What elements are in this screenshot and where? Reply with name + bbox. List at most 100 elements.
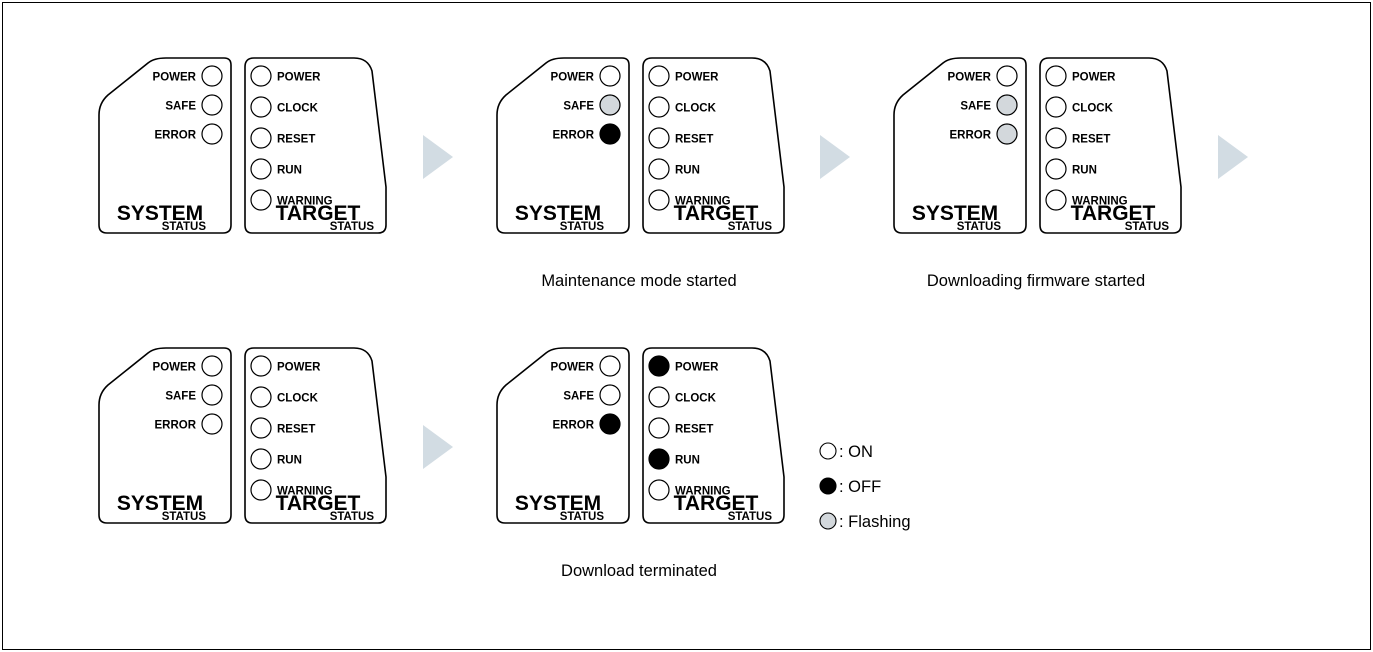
legend-flashing-swatch	[819, 512, 837, 530]
target-led-clock-indicator	[648, 386, 670, 408]
state-caption: Downloading firmware started	[927, 272, 1145, 290]
system-led-label: POWER	[153, 362, 197, 374]
system-led-safe-indicator	[599, 94, 621, 116]
status-state-2: POWERSAFEERRORSYSTEMSTATUSPOWERCLOCKRESE…	[496, 57, 785, 290]
target-led-label: WARNING	[675, 196, 731, 208]
state-caption: Download terminated	[561, 562, 717, 580]
system-led-label: SAFE	[563, 101, 594, 113]
target-led-run-indicator	[250, 158, 272, 180]
system-panel-subtitle: STATUS	[162, 221, 207, 233]
system-led-safe-indicator	[201, 94, 223, 116]
system-panel-title: SYSTEM	[117, 202, 203, 225]
system-status-panel	[98, 347, 232, 524]
target-panel-subtitle: STATUS	[728, 221, 773, 233]
status-state-1: POWERSAFEERRORSYSTEMSTATUSPOWERCLOCKRESE…	[98, 57, 387, 234]
system-led-label: POWER	[551, 72, 595, 84]
transition-arrow-icon	[423, 425, 453, 469]
target-led-reset-indicator	[1045, 127, 1067, 149]
system-status-panel	[496, 57, 630, 234]
target-led-label: RUN	[675, 455, 700, 467]
system-led-power-indicator	[599, 355, 621, 377]
target-led-clock-indicator	[250, 386, 272, 408]
target-led-reset-indicator	[648, 417, 670, 439]
target-status-panel	[244, 347, 387, 524]
target-status-panel	[1039, 57, 1182, 234]
target-led-warning-indicator	[648, 189, 670, 211]
target-panel-subtitle: STATUS	[330, 511, 375, 523]
target-led-run-indicator	[648, 448, 670, 470]
target-led-warning-indicator	[1045, 189, 1067, 211]
system-led-safe-indicator	[996, 94, 1018, 116]
target-led-label: WARNING	[675, 486, 731, 498]
system-led-label: POWER	[948, 72, 992, 84]
target-led-run-indicator	[1045, 158, 1067, 180]
legend-flashing-label: : Flashing	[839, 513, 911, 531]
system-led-label: SAFE	[960, 101, 991, 113]
system-panel-title: SYSTEM	[515, 492, 601, 515]
system-led-safe-indicator	[201, 384, 223, 406]
target-led-clock-indicator	[648, 96, 670, 118]
system-panel-title: SYSTEM	[515, 202, 601, 225]
target-led-label: CLOCK	[675, 393, 717, 405]
target-led-warning-indicator	[250, 189, 272, 211]
target-led-label: RUN	[277, 455, 302, 467]
target-panel-title: TARGET	[674, 202, 759, 225]
system-status-panel	[893, 57, 1027, 234]
target-status-panel	[244, 57, 387, 234]
status-state-3: POWERSAFEERRORSYSTEMSTATUSPOWERCLOCKRESE…	[893, 57, 1182, 290]
transition-arrow-icon	[820, 135, 850, 179]
system-status-panel	[98, 57, 232, 234]
system-status-panel	[496, 347, 630, 524]
system-led-error-indicator	[996, 123, 1018, 145]
target-status-panel	[642, 57, 785, 234]
target-led-reset-indicator	[250, 417, 272, 439]
legend: : ON : OFF : Flashing	[819, 442, 911, 531]
system-led-label: ERROR	[949, 130, 991, 142]
system-panel-subtitle: STATUS	[560, 221, 605, 233]
target-led-label: RUN	[1072, 165, 1097, 177]
target-led-label: POWER	[277, 72, 321, 84]
system-led-label: SAFE	[165, 101, 196, 113]
legend-off-label: : OFF	[839, 478, 881, 496]
target-panel-title: TARGET	[276, 492, 361, 515]
target-led-label: RESET	[277, 134, 315, 146]
target-led-clock-indicator	[250, 96, 272, 118]
target-led-label: RESET	[675, 134, 713, 146]
system-led-error-indicator	[599, 123, 621, 145]
system-led-label: ERROR	[552, 420, 594, 432]
target-led-label: RUN	[277, 165, 302, 177]
target-led-label: CLOCK	[675, 103, 717, 115]
target-led-label: CLOCK	[277, 393, 319, 405]
state-caption: Maintenance mode started	[541, 272, 736, 290]
system-led-label: ERROR	[154, 130, 196, 142]
target-led-label: RUN	[675, 165, 700, 177]
target-led-label: RESET	[675, 424, 713, 436]
target-led-power-indicator	[250, 65, 272, 87]
target-led-reset-indicator	[250, 127, 272, 149]
target-led-warning-indicator	[250, 479, 272, 501]
transition-arrow-icon	[423, 135, 453, 179]
target-led-reset-indicator	[648, 127, 670, 149]
system-panel-title: SYSTEM	[912, 202, 998, 225]
target-panel-title: TARGET	[674, 492, 759, 515]
system-led-error-indicator	[201, 413, 223, 435]
target-panel-subtitle: STATUS	[1125, 221, 1170, 233]
target-panel-subtitle: STATUS	[330, 221, 375, 233]
target-led-power-indicator	[648, 355, 670, 377]
target-led-label: POWER	[675, 362, 719, 374]
target-led-label: POWER	[1072, 72, 1116, 84]
target-panel-subtitle: STATUS	[728, 511, 773, 523]
legend-on-label: : ON	[839, 443, 873, 461]
system-led-power-indicator	[599, 65, 621, 87]
system-led-error-indicator	[599, 413, 621, 435]
target-led-power-indicator	[250, 355, 272, 377]
target-led-power-indicator	[1045, 65, 1067, 87]
target-led-clock-indicator	[1045, 96, 1067, 118]
target-panel-title: TARGET	[276, 202, 361, 225]
system-panel-title: SYSTEM	[117, 492, 203, 515]
system-led-label: POWER	[153, 72, 197, 84]
target-led-label: RESET	[1072, 134, 1110, 146]
legend-on-swatch	[819, 442, 837, 460]
system-led-label: SAFE	[165, 391, 196, 403]
